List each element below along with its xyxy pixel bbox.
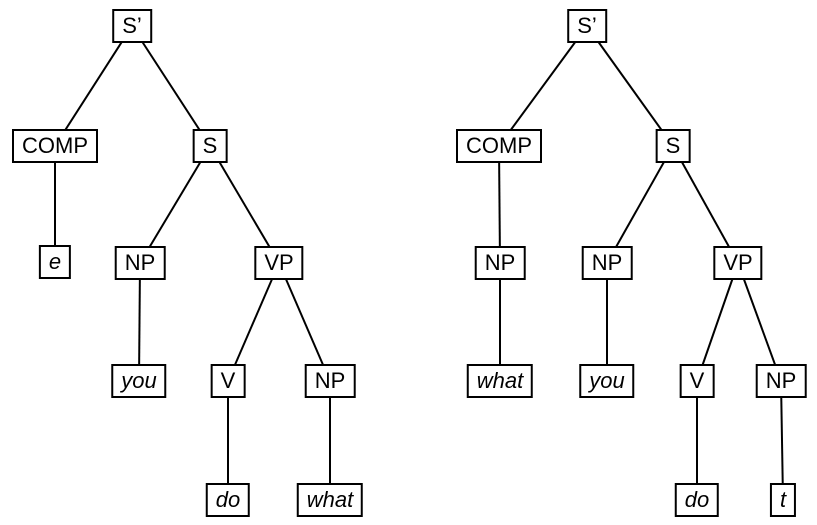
- tree-edge-left-tree-sbar-s: [131, 25, 211, 147]
- tree-edge-right-tree-s-np2: [606, 145, 674, 264]
- tree-edge-left-tree-vp-v: [227, 262, 280, 382]
- tree-edge-right-tree-s-vp: [672, 145, 739, 264]
- tree-edge-left-tree-s-vp: [209, 145, 280, 264]
- tree-node-right-tree-np1: NP: [474, 246, 526, 280]
- tree-edge-right-tree-sbar-comp: [498, 25, 588, 147]
- tree-node-left-tree-sbar: S’: [112, 9, 152, 43]
- tree-node-right-tree-s: S: [655, 129, 691, 163]
- tree-node-left-tree-vp: VP: [254, 246, 304, 280]
- tree-node-left-tree-np1: NP: [114, 246, 166, 280]
- tree-node-right-tree-you: you: [579, 364, 635, 398]
- tree-node-right-tree-do: do: [674, 483, 720, 517]
- tree-node-right-tree-comp: COMP: [456, 129, 542, 163]
- tree-node-right-tree-vp: VP: [713, 246, 763, 280]
- tree-edge-right-tree-vp-v: [696, 262, 739, 382]
- tree-edge-right-tree-vp-np3: [737, 262, 782, 382]
- tree-node-left-tree-v: V: [210, 364, 246, 398]
- tree-edge-left-tree-np1-you: [138, 262, 141, 382]
- tree-node-left-tree-comp: COMP: [12, 129, 98, 163]
- tree-node-right-tree-t: t: [769, 483, 797, 517]
- tree-node-left-tree-do: do: [205, 483, 251, 517]
- tree-edge-right-tree-comp-np1: [498, 145, 501, 264]
- tree-node-right-tree-v: V: [679, 364, 715, 398]
- tree-edge-left-tree-vp-np2: [278, 262, 331, 382]
- tree-node-left-tree-you: you: [111, 364, 167, 398]
- tree-node-right-tree-what: what: [466, 364, 534, 398]
- tree-edge-right-tree-sbar-s: [586, 25, 674, 147]
- tree-node-right-tree-sbar: S’: [567, 9, 607, 43]
- tree-edge-left-tree-s-np1: [139, 145, 211, 264]
- tree-edge-left-tree-sbar-comp: [54, 25, 133, 147]
- tree-node-left-tree-np2: NP: [304, 364, 356, 398]
- tree-node-right-tree-np2: NP: [581, 246, 633, 280]
- tree-node-right-tree-np3: NP: [755, 364, 807, 398]
- tree-node-left-tree-e: e: [38, 245, 72, 279]
- tree-node-left-tree-what: what: [296, 483, 364, 517]
- tree-node-left-tree-s: S: [192, 129, 228, 163]
- tree-edge-right-tree-np3-t: [780, 380, 784, 501]
